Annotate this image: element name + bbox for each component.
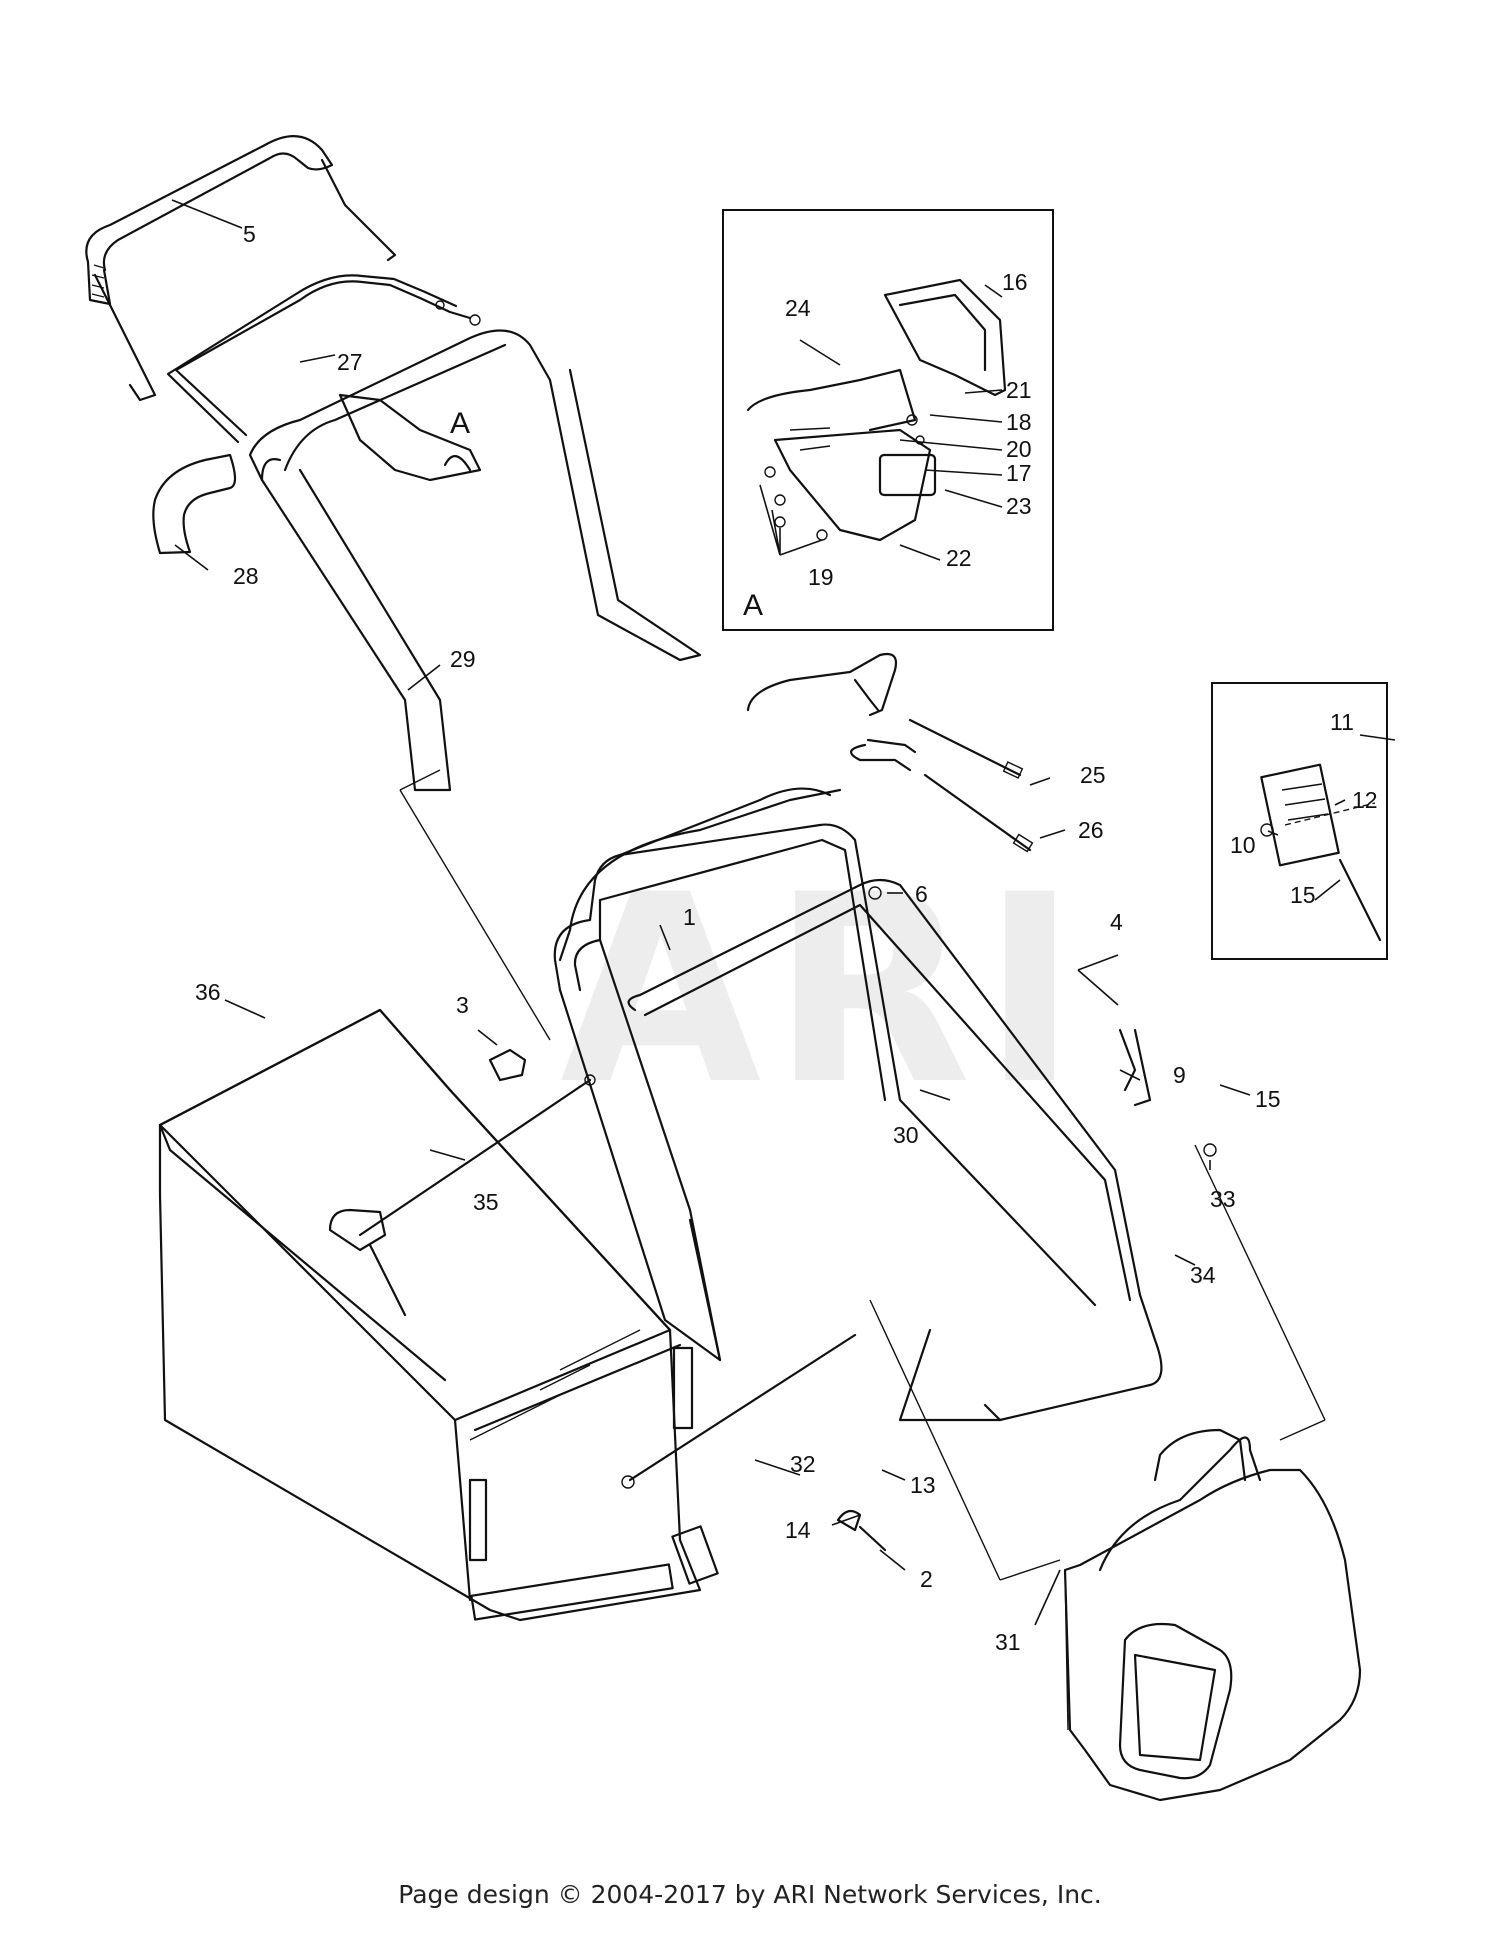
cables-part: [908, 718, 1034, 853]
label-10: 10: [1230, 832, 1256, 858]
detail-cable-parts: [1260, 763, 1382, 942]
label-30: 30: [893, 1122, 919, 1148]
rear-bail-part: [627, 878, 1163, 1422]
label-18: 18: [1006, 409, 1032, 435]
throttle-assembly-part: [746, 652, 917, 772]
label-26: 26: [1078, 817, 1104, 843]
label-5: 5: [243, 221, 256, 247]
label-33: 33: [1210, 1186, 1236, 1212]
label-31: 31: [995, 1629, 1021, 1655]
section-marker-detail: A: [743, 589, 763, 622]
label-6: 6: [915, 881, 928, 907]
label-36: 36: [195, 979, 221, 1005]
detail-box-cable: [1211, 682, 1388, 960]
grass-bag-part: [158, 1008, 719, 1622]
guide-lines: [399, 769, 1326, 1581]
rear-deflector-part: [1063, 1428, 1362, 1802]
detail-box-a: [722, 209, 1054, 631]
lower-handle-part: [553, 787, 1097, 1362]
label-22: 22: [946, 545, 972, 571]
copyright-footer: Page design © 2004-2017 by ARI Network S…: [398, 1880, 1102, 1909]
section-marker-main: A: [450, 407, 470, 440]
label-12: 12: [1352, 787, 1378, 813]
label-4: 4: [1110, 909, 1123, 935]
label-29: 29: [450, 646, 476, 672]
control-bail-part: [166, 274, 481, 444]
label-1: 1: [683, 904, 696, 930]
label-24: 24: [785, 295, 811, 321]
label-21: 21: [1006, 377, 1032, 403]
bag-rod-part: [358, 1074, 596, 1237]
handle-grip-part: [85, 135, 397, 402]
leader-lines: [171, 199, 1396, 1626]
label-25: 25: [1080, 762, 1106, 788]
part-labels: 1 2 3 4 5 6 9 10 11 12 13 14 15 15 16 17…: [195, 221, 1378, 1655]
label-3: 3: [456, 992, 469, 1018]
label-34: 34: [1190, 1262, 1216, 1288]
small-hardware-parts: [488, 886, 1217, 1552]
label-20: 20: [1006, 436, 1032, 462]
label-9: 9: [1173, 1062, 1186, 1088]
label-16: 16: [1002, 269, 1028, 295]
label-27: 27: [337, 349, 363, 375]
label-14: 14: [785, 1517, 811, 1543]
tube-part: [152, 453, 237, 555]
label-35: 35: [473, 1189, 499, 1215]
label-15: 15: [1290, 882, 1316, 908]
label-19: 19: [808, 564, 834, 590]
rod-part: [621, 1333, 857, 1489]
label-11: 11: [1330, 709, 1354, 735]
label-2: 2: [920, 1566, 933, 1592]
label-17: 17: [1006, 460, 1032, 486]
label-13: 13: [910, 1472, 936, 1498]
label-15b: 15: [1255, 1086, 1281, 1112]
label-28: 28: [233, 563, 259, 589]
label-32: 32: [790, 1451, 816, 1477]
label-23: 23: [1006, 493, 1032, 519]
upper-handle-part: [248, 329, 702, 792]
detail-a-parts: [746, 278, 1007, 542]
